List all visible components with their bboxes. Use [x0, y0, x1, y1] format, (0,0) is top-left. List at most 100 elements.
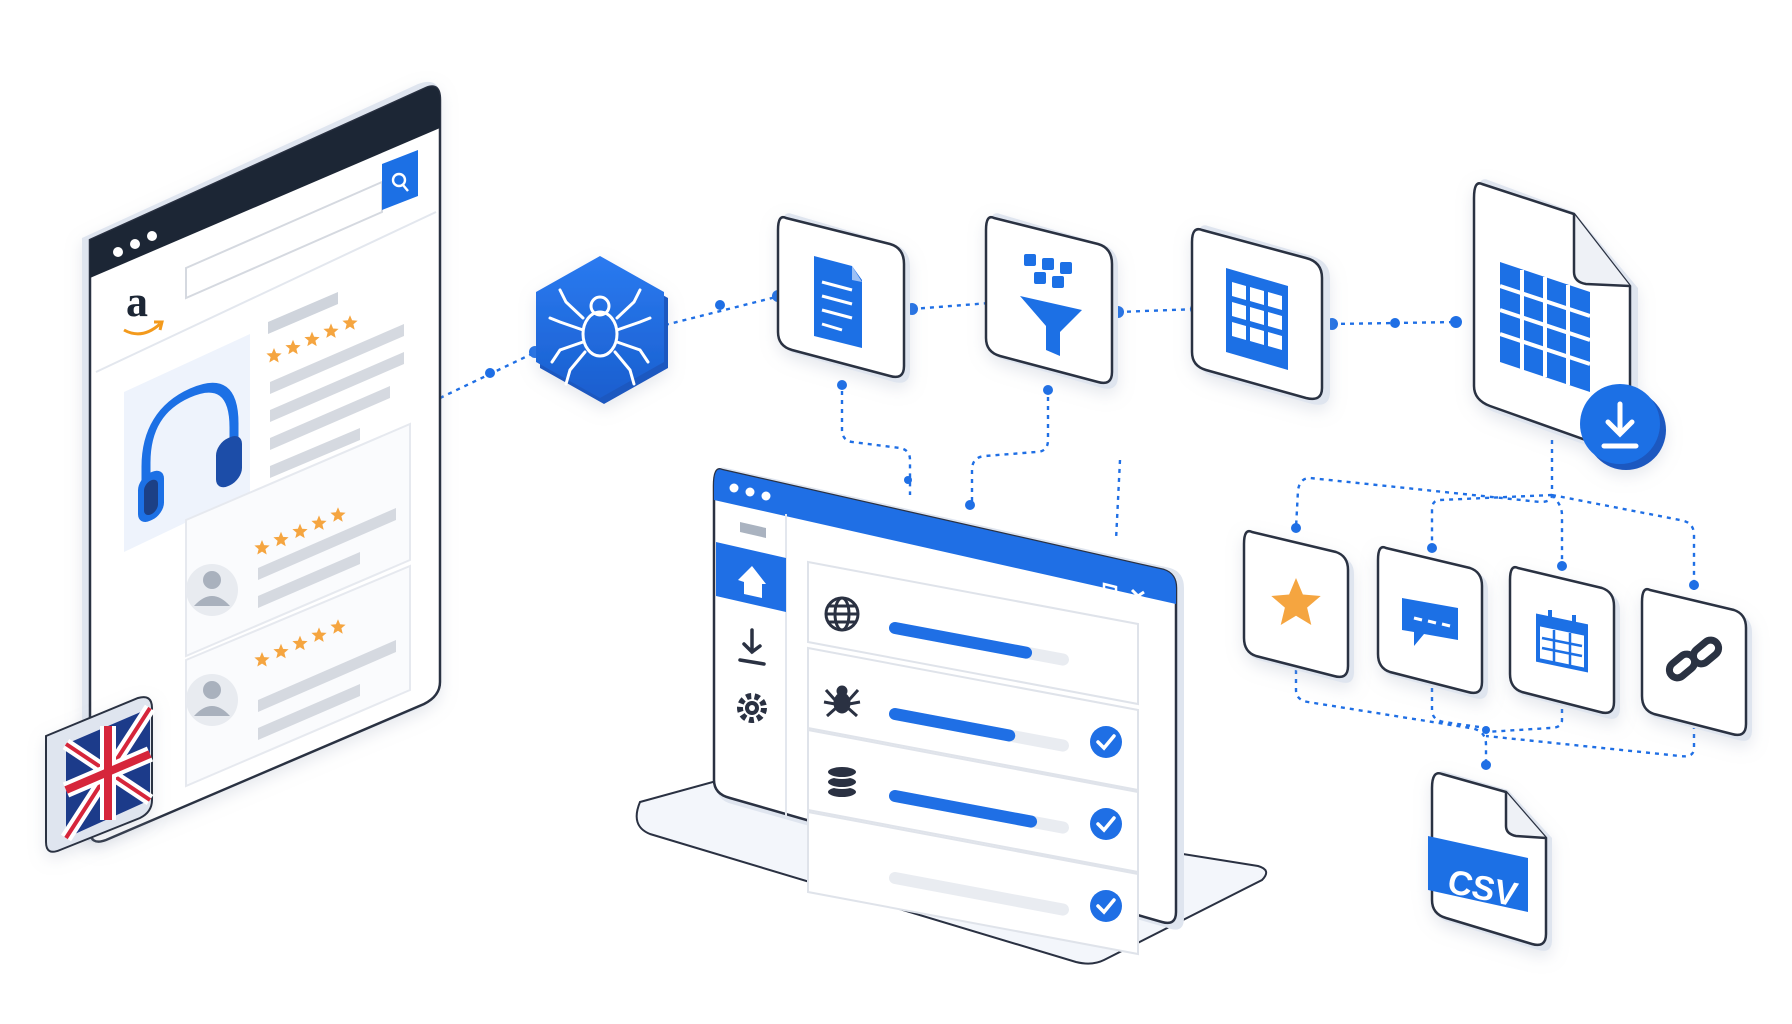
review-card	[185, 564, 411, 788]
csv-export-file: CSV	[1428, 771, 1552, 951]
document-icon	[814, 256, 862, 348]
star-icon	[266, 348, 282, 363]
rating-stars	[266, 315, 358, 363]
download-icon	[738, 628, 766, 666]
gear-icon	[737, 693, 767, 723]
star-icon	[330, 507, 346, 522]
star-icon	[292, 635, 308, 651]
comment-field-tile	[1376, 546, 1488, 699]
table-grid-icon	[1226, 268, 1288, 370]
home-icon	[738, 566, 766, 598]
download-icon	[1601, 401, 1639, 449]
connector-file-to-star	[1294, 440, 1554, 529]
avatar	[186, 564, 238, 616]
progress-fill	[889, 622, 1033, 659]
connector-star-to-csv	[1294, 670, 1488, 768]
dashboard-titlebar	[714, 469, 1176, 604]
close-icon[interactable]	[1130, 588, 1146, 604]
connector-dashboard-stub	[1114, 459, 1122, 541]
star-icon	[273, 643, 289, 659]
search-button[interactable]	[382, 150, 418, 210]
output-field-tiles	[1242, 530, 1752, 741]
filter-funnel-icon	[1020, 254, 1082, 356]
task-card	[807, 728, 1139, 874]
csv-label-banner	[1428, 836, 1528, 912]
filter-step	[984, 213, 1118, 389]
connector-document-to-filter	[911, 301, 991, 311]
connector-link-to-csv	[1485, 725, 1696, 758]
star-icon	[273, 531, 289, 547]
window-dot	[147, 231, 157, 241]
rating-stars	[254, 619, 346, 667]
task-card	[807, 560, 1139, 706]
maximize-icon[interactable]	[1102, 582, 1118, 602]
check-icon	[1090, 808, 1122, 840]
connector-filter-to-dashboard	[970, 388, 1050, 505]
link-field-tile	[1640, 588, 1752, 741]
connector-file-to-comment	[1430, 493, 1553, 548]
task-row[interactable]	[807, 646, 1139, 792]
spider-crawler-icon	[548, 288, 652, 386]
spreadsheet-file-icon	[1499, 262, 1591, 392]
connector-file-to-link	[1551, 493, 1696, 590]
database-icon	[826, 765, 858, 799]
search-icon	[391, 172, 409, 192]
calendar-icon	[1536, 610, 1588, 673]
product-page-titlebar	[90, 86, 440, 278]
star-icon	[292, 523, 308, 539]
progress-track	[889, 872, 1069, 916]
star-icon	[254, 652, 270, 667]
task-list	[807, 560, 1139, 956]
task-card	[807, 810, 1139, 956]
star-icon	[330, 619, 346, 634]
star-icon	[1271, 578, 1321, 625]
sidebar-placeholder	[740, 522, 766, 538]
connector-lines	[439, 294, 1696, 768]
task-row[interactable]	[807, 560, 1139, 706]
review-card	[185, 422, 411, 658]
spider-icon	[823, 685, 861, 718]
comment-icon	[1402, 598, 1458, 646]
star-icon	[342, 315, 358, 330]
dashboard-window	[635, 467, 1268, 965]
window-dot	[130, 239, 140, 249]
check-icon	[1090, 726, 1122, 758]
store-logo: a	[126, 277, 148, 326]
connector-file-to-calendar	[1551, 494, 1564, 566]
spreadsheet-file-step	[1472, 179, 1666, 470]
sidebar-item-download[interactable]	[738, 628, 766, 666]
rating-stars	[254, 507, 346, 555]
avatar	[186, 674, 238, 726]
star-icon	[323, 323, 339, 338]
star-icon	[311, 627, 327, 642]
star-icon	[304, 331, 320, 347]
connector-filter-to-table	[1117, 307, 1199, 314]
download-badge[interactable]	[1580, 384, 1666, 470]
progress-fill	[889, 790, 1038, 828]
star-icon	[311, 515, 327, 530]
product-page-window: a	[82, 81, 442, 843]
store-logo-smile	[123, 322, 161, 336]
globe-icon	[824, 596, 860, 632]
spider-crawler-step	[536, 256, 668, 404]
task-row[interactable]	[807, 810, 1139, 956]
progress-fill	[889, 708, 1016, 742]
search-input	[185, 180, 383, 300]
star-icon	[285, 339, 301, 355]
star-icon	[254, 540, 270, 555]
headphones-icon	[138, 382, 242, 522]
connector-comment-to-csv	[1430, 688, 1487, 730]
table-step	[1190, 225, 1330, 405]
check-icon	[1090, 890, 1122, 922]
star-field-tile	[1242, 530, 1354, 683]
window-dot	[113, 247, 123, 257]
task-row[interactable]	[807, 728, 1139, 874]
connector-crawler-to-document	[664, 294, 781, 327]
sidebar-item-settings[interactable]	[737, 693, 767, 723]
task-card	[807, 646, 1139, 792]
link-icon	[1665, 636, 1723, 682]
review-text-lines	[270, 324, 404, 478]
minimize-icon[interactable]	[1075, 586, 1091, 593]
